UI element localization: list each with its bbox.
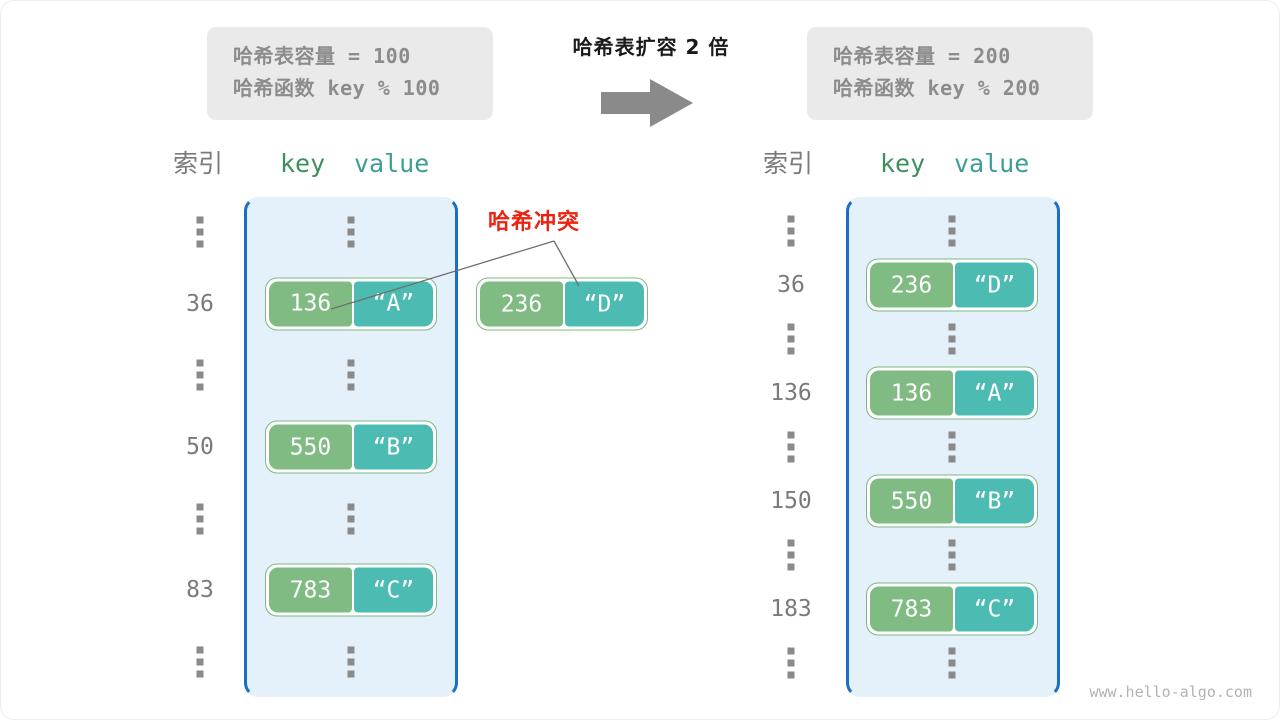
entry-key: 783: [870, 586, 953, 632]
before-header-key: key: [280, 149, 326, 178]
before-header-index: 索引: [173, 149, 224, 178]
after-hash-function-line: 哈希函数 key % 200: [833, 76, 1041, 101]
entry-value: “C”: [353, 567, 433, 613]
entry-key: 236: [870, 262, 953, 308]
after-index-label: 183: [770, 596, 812, 622]
entry-value: “C”: [954, 586, 1034, 632]
bucket-ellipsis: [948, 323, 956, 355]
watermark: www.hello-algo.com: [1089, 683, 1252, 701]
after-info-box: 哈希表容量 = 200 哈希函数 key % 200: [807, 27, 1093, 120]
index-ellipsis: [196, 359, 204, 391]
before-capacity-line: 哈希表容量 = 100: [233, 44, 411, 68]
entry-key: 136: [870, 370, 953, 416]
before-index-label: 36: [186, 290, 214, 317]
colliding-entry: 236 “D”: [476, 277, 648, 331]
entry-value: “B”: [954, 478, 1034, 524]
entry-key: 550: [870, 478, 953, 524]
bucket-ellipsis: [948, 539, 956, 571]
entry-value: “A”: [353, 281, 433, 327]
table-entry: 550“B”: [265, 420, 437, 474]
after-capacity-line: 哈希表容量 = 200: [833, 44, 1011, 68]
after-index-label: 36: [777, 272, 805, 298]
table-entry: 136“A”: [866, 366, 1038, 420]
index-ellipsis: [787, 323, 795, 355]
table-entry: 136“A”: [265, 277, 437, 331]
bucket-ellipsis: [347, 359, 355, 391]
after-index-label: 150: [770, 488, 812, 514]
before-index-label: 50: [186, 434, 214, 460]
before-index-label: 83: [186, 577, 214, 604]
bucket-ellipsis: [948, 431, 956, 463]
table-entry: 783“C”: [866, 582, 1038, 636]
index-ellipsis: [196, 503, 204, 535]
right-arrow-icon: [601, 79, 693, 127]
before-info-box: 哈希表容量 = 100 哈希函数 key % 100: [207, 27, 493, 120]
bucket-ellipsis: [347, 216, 355, 248]
colliding-entry-value: “D”: [564, 281, 644, 327]
table-entry: 550“B”: [866, 474, 1038, 528]
entry-value: “B”: [353, 424, 433, 470]
bucket-ellipsis: [948, 215, 956, 247]
index-ellipsis: [787, 431, 795, 463]
index-ellipsis: [787, 647, 795, 679]
entry-key: 550: [269, 424, 352, 470]
before-header-value: value: [354, 149, 430, 178]
entry-key: 783: [269, 567, 352, 613]
bucket-ellipsis: [347, 646, 355, 678]
before-hash-function-line: 哈希函数 key % 100: [233, 76, 441, 101]
after-header-index: 索引: [763, 149, 814, 178]
table-entry: 236“D”: [866, 258, 1038, 312]
after-header-key: key: [880, 149, 926, 178]
collision-leader-lines: [330, 240, 580, 310]
index-ellipsis: [196, 216, 204, 248]
table-entry: 783“C”: [265, 563, 437, 617]
entry-value: “A”: [954, 370, 1034, 416]
index-ellipsis: [787, 539, 795, 571]
after-index-label: 136: [770, 380, 812, 406]
index-ellipsis: [196, 646, 204, 678]
collision-annotation-label: 哈希冲突: [488, 210, 581, 235]
bucket-ellipsis: [347, 503, 355, 535]
entry-key: 136: [269, 281, 352, 327]
colliding-entry-key: 236: [480, 281, 563, 327]
index-ellipsis: [787, 215, 795, 247]
entry-value: “D”: [954, 262, 1034, 308]
bucket-ellipsis: [948, 647, 956, 679]
after-header-value: value: [954, 149, 1030, 178]
page-title: 哈希表扩容 2 倍: [572, 35, 730, 59]
